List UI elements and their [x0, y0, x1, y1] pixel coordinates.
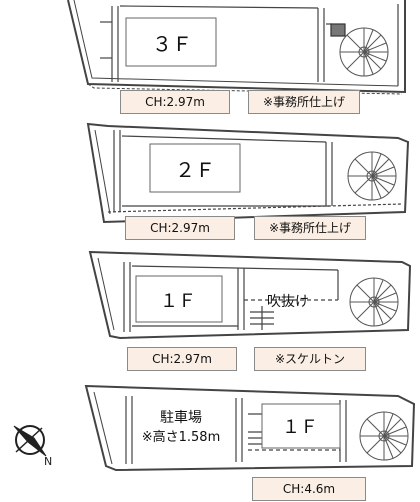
finish-note-1f-upper: ※スケルトン: [254, 347, 366, 371]
ceiling-height-1f-lower: CH:4.6m: [252, 477, 366, 501]
floor-name-1f-upper: １Ｆ: [160, 291, 196, 312]
ceiling-height-1f-upper: CH:2.97m: [127, 347, 237, 371]
north-compass-icon: [13, 425, 47, 457]
plan-3f: [67, 0, 406, 95]
void-label: 吹抜け: [267, 294, 309, 310]
plan-1f-upper: [88, 250, 412, 340]
plan-1f-lower: [84, 384, 416, 472]
stair-1f-lower: [359, 411, 409, 461]
floor-name-1f-lower: １Ｆ: [282, 417, 318, 438]
finish-note-3f: ※事務所仕上げ: [248, 90, 360, 114]
ceiling-height-2f: CH:2.97m: [125, 216, 235, 240]
stair-3f: [339, 27, 389, 77]
stair-2f: [347, 151, 397, 201]
finish-note-2f: ※事務所仕上げ: [254, 216, 366, 240]
floor-name-2f: ２Ｆ: [175, 158, 215, 182]
floor-name-3f: ３Ｆ: [152, 32, 192, 56]
north-label: N: [44, 455, 52, 468]
parking-height: ※高さ1.58m: [142, 429, 221, 445]
parking-label: 駐車場: [160, 409, 202, 426]
plan-2f: [86, 122, 410, 224]
stair-1f-upper: [349, 277, 399, 327]
ceiling-height-3f: CH:2.97m: [120, 90, 230, 114]
